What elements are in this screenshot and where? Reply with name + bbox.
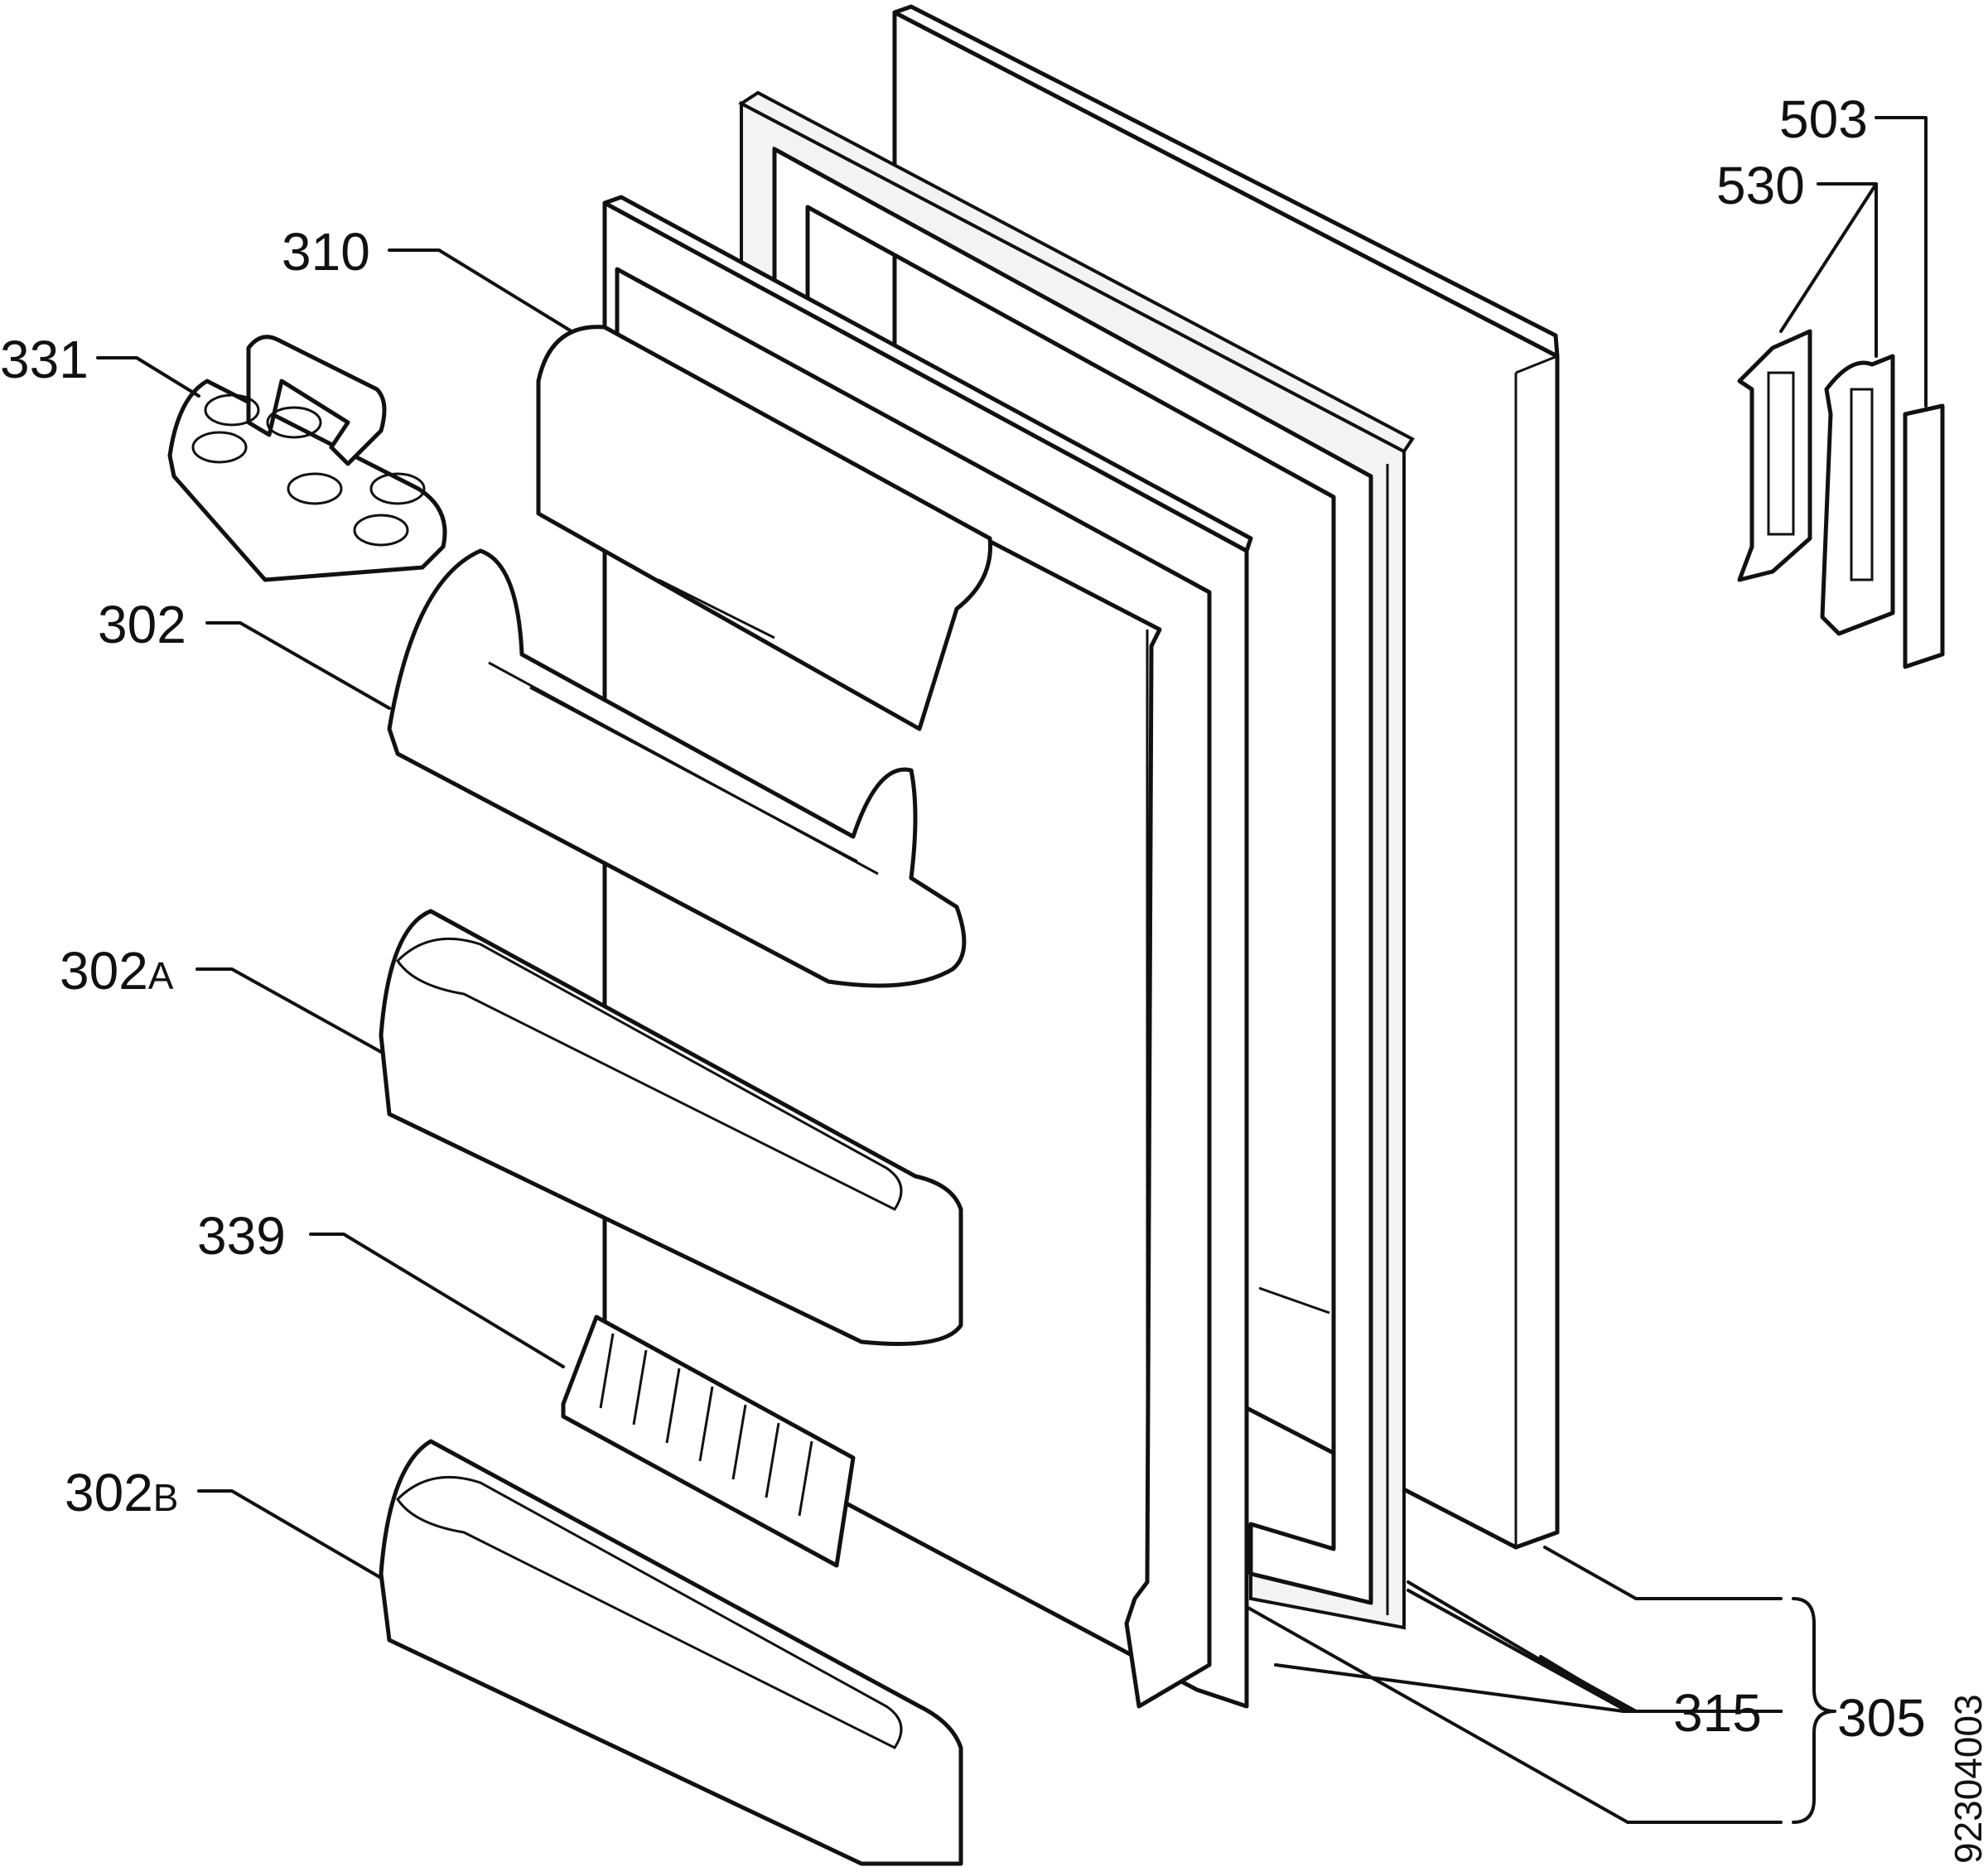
shelf-310-flap xyxy=(536,325,992,731)
label-302b-suffix: B xyxy=(153,1476,179,1519)
label-503: 503 xyxy=(1779,89,1868,149)
label-339: 339 xyxy=(197,1206,286,1266)
shelf-302 xyxy=(387,548,967,988)
label-302b: 302B xyxy=(65,1463,178,1522)
part-labels: 331 310 302 302A 339 302B 503 530 315 30… xyxy=(0,89,1988,1864)
label-302b-number: 302 xyxy=(65,1463,153,1522)
shelf-302a xyxy=(379,909,963,1346)
brace-305 xyxy=(1792,1597,1836,1824)
shelf-302b xyxy=(379,1439,963,1866)
hinge-cover-503 xyxy=(1903,403,1945,669)
strip-339 xyxy=(561,1315,856,1568)
label-331: 331 xyxy=(0,330,89,389)
label-302: 302 xyxy=(98,595,186,654)
label-302a: 302A xyxy=(60,941,174,1001)
label-315: 315 xyxy=(1673,1683,1762,1743)
egg-tray-331 xyxy=(167,335,447,582)
label-530: 530 xyxy=(1716,156,1805,215)
label-305: 305 xyxy=(1837,1688,1926,1748)
label-302a-suffix: A xyxy=(148,954,174,997)
leader-lines-305 xyxy=(1245,1546,1783,1824)
hinge-parts-530 xyxy=(1737,329,1895,636)
label-302a-number: 302 xyxy=(60,941,148,1001)
label-310: 310 xyxy=(282,222,370,282)
drawing-id: 92304003 xyxy=(1947,1694,1988,1864)
